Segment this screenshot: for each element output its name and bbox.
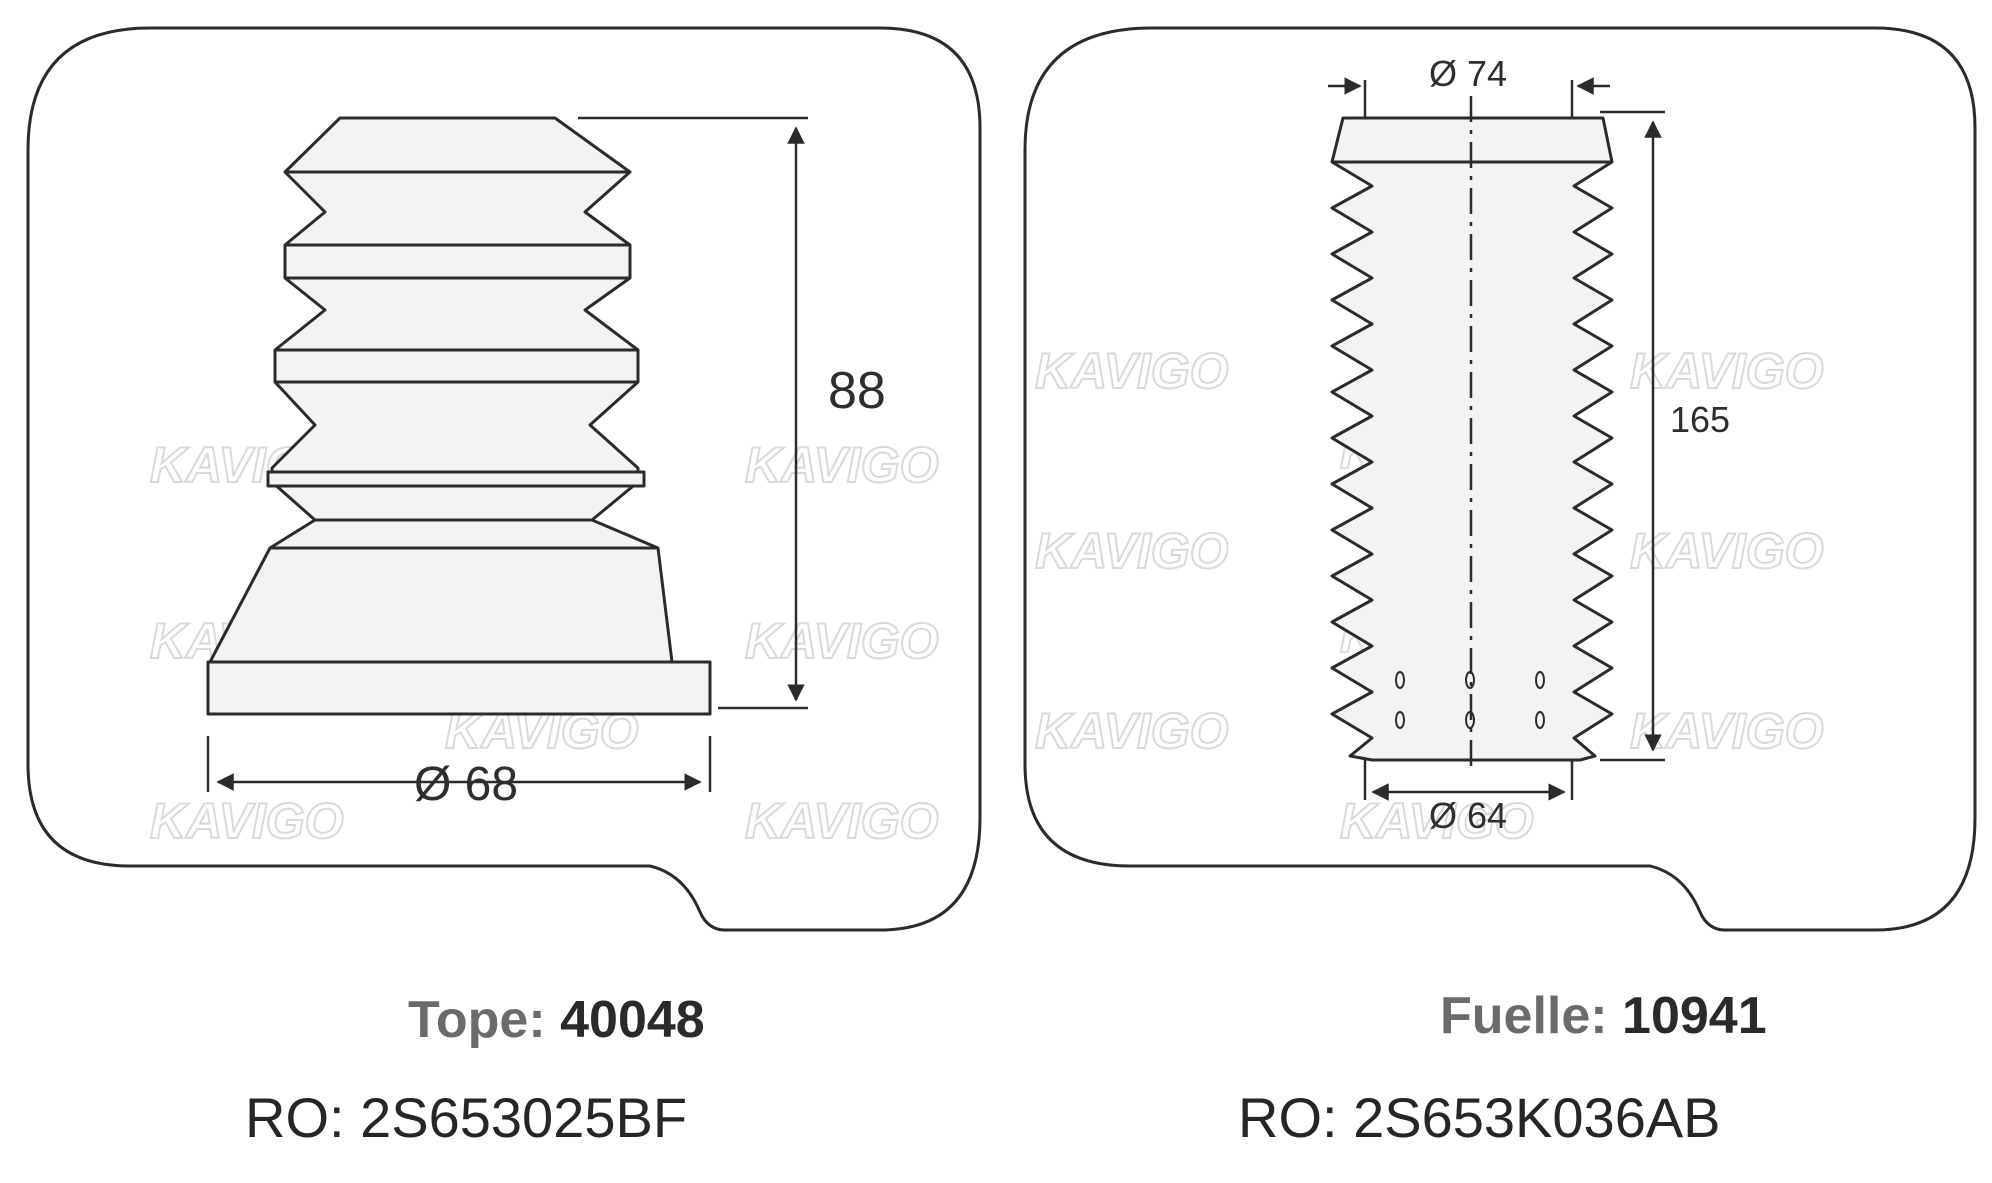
fuelle-caption: Fuelle: 10941 — [1440, 986, 1767, 1046]
fuelle-height-dimension — [1600, 110, 1665, 762]
watermark-text: KAVIGO — [745, 437, 939, 493]
tope-height-dimension — [578, 116, 808, 710]
fuelle-top-diameter-dimension — [1328, 77, 1610, 118]
watermark-text: KAVIGO — [1630, 343, 1824, 399]
fuelle-bottom-diameter-dimension — [1363, 760, 1574, 801]
fuelle-bottom-diameter-label: Ø 64 — [1429, 795, 1507, 836]
tope-drawing — [206, 116, 712, 716]
watermark-text: KAVIGO — [1035, 343, 1229, 399]
tope-frame — [26, 26, 982, 932]
watermark-text: KAVIGO — [1630, 523, 1824, 579]
tope-reference: RO: 2S653025BF — [245, 1086, 688, 1149]
tope-body — [208, 116, 674, 664]
tope-diameter-dimension — [206, 736, 712, 792]
watermark-text: KAVIGO — [745, 613, 939, 669]
tope-diameter-label: Ø 68 — [414, 758, 518, 811]
tope-collar — [266, 470, 646, 488]
fuelle-frame — [1023, 26, 1977, 932]
part-code: 40048 — [560, 991, 705, 1049]
fuelle-reference: RO: 2S653K036AB — [1238, 1086, 1721, 1149]
part-code: 10941 — [1622, 987, 1767, 1045]
fuelle-top-diameter-label: Ø 74 — [1429, 53, 1507, 94]
watermark-text: KAVIGO — [150, 793, 344, 849]
watermark-text: KAVIGO — [1630, 703, 1824, 759]
tope-height-label: 88 — [828, 362, 886, 420]
watermark-text: KAVIGO — [745, 793, 939, 849]
tope-caption: Tope: 40048 — [408, 990, 705, 1050]
fuelle-height-label: 165 — [1670, 399, 1730, 440]
part-type-label: Tope: — [408, 991, 546, 1049]
watermark-text: KAVIGO — [1035, 523, 1229, 579]
watermark-text: KAVIGO — [1340, 793, 1534, 849]
watermark-text: KAVIGO — [1035, 703, 1229, 759]
part-type-label: Fuelle: — [1440, 987, 1608, 1045]
tope-base-flange — [206, 660, 712, 716]
